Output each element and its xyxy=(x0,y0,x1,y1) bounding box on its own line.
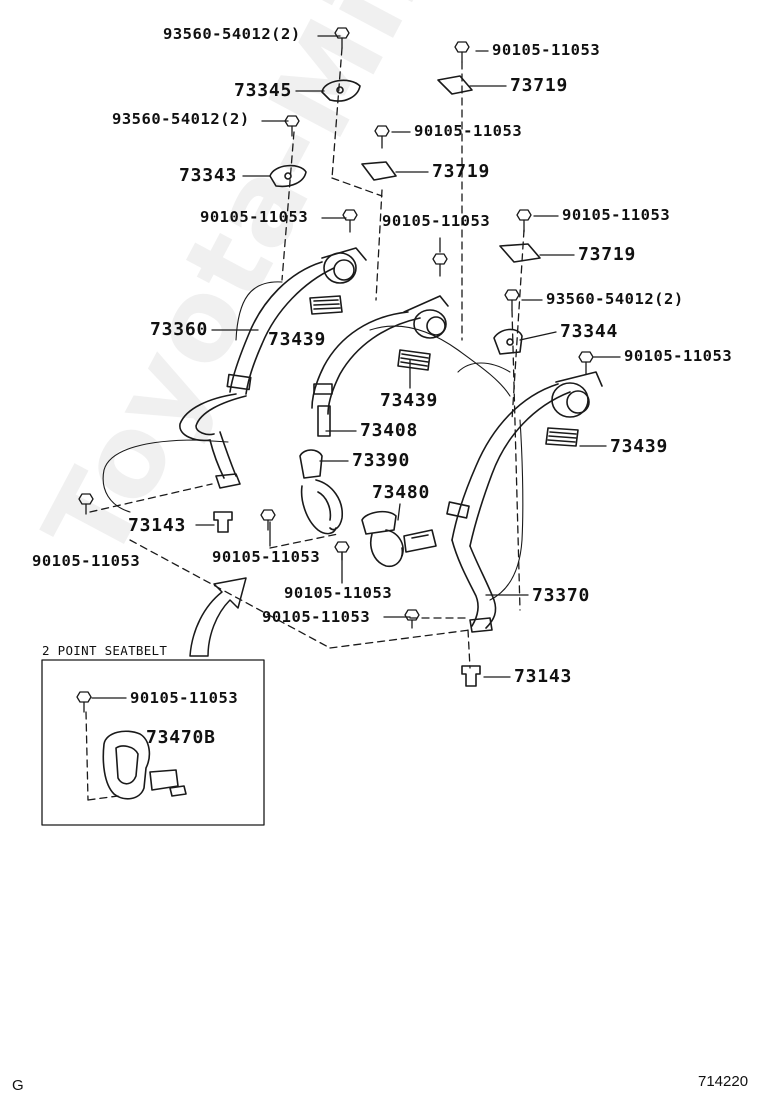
buckle-73480 xyxy=(361,510,437,568)
inset-title: 2 POINT SEATBELT xyxy=(42,643,168,658)
part-label-90105-11053-k: 90105-11053 xyxy=(130,689,239,707)
belt-center xyxy=(311,295,449,437)
part-label-90105-11053-a: 90105-11053 xyxy=(492,41,601,59)
footer-left-code: G xyxy=(12,1077,24,1094)
part-label-73345: 73345 xyxy=(234,80,293,101)
belt-73360 xyxy=(179,247,367,489)
part-label-90105-11053-g: 90105-11053 xyxy=(32,552,141,570)
part-label-73719-b: 73719 xyxy=(432,161,491,182)
part-label-93560-54012-top: 93560-54012(2) xyxy=(163,25,301,43)
anchor-studs xyxy=(213,511,481,687)
part-label-90105-11053-j: 90105-11053 xyxy=(262,608,371,626)
part-label-90105-11053-c: 90105-11053 xyxy=(200,208,309,226)
dashed-lines xyxy=(85,47,525,801)
part-label-73143-b: 73143 xyxy=(514,666,573,687)
part-label-90105-11053-i: 90105-11053 xyxy=(284,584,393,602)
anchor-plates xyxy=(269,75,541,355)
part-label-90105-11053-h: 90105-11053 xyxy=(212,548,321,566)
belt-73370 xyxy=(446,371,603,633)
part-label-73344: 73344 xyxy=(560,321,619,342)
buckle-73390 xyxy=(299,449,343,535)
part-label-93560-54012-right: 93560-54012(2) xyxy=(546,290,684,308)
part-label-73408: 73408 xyxy=(360,420,419,441)
bolts xyxy=(76,27,594,713)
inset-box xyxy=(41,659,265,826)
part-label-73719-c: 73719 xyxy=(578,244,637,265)
part-label-93560-54012-mid: 93560-54012(2) xyxy=(112,110,250,128)
part-label-90105-11053-d: 90105-11053 xyxy=(382,212,491,230)
part-label-73470b: 73470B xyxy=(146,727,216,748)
arrow xyxy=(189,577,247,657)
part-label-73439-a: 73439 xyxy=(268,329,327,350)
part-label-73370: 73370 xyxy=(532,585,591,606)
part-label-90105-11053-f: 90105-11053 xyxy=(624,347,733,365)
diagram-number: 714220 xyxy=(698,1073,749,1090)
part-label-73390: 73390 xyxy=(352,450,411,471)
part-label-73439-c: 73439 xyxy=(610,436,669,457)
part-label-73143-a: 73143 xyxy=(128,515,187,536)
part-label-73439-b: 73439 xyxy=(380,390,439,411)
part-label-73719-a: 73719 xyxy=(510,75,569,96)
part-label-73360: 73360 xyxy=(150,319,209,340)
part-label-73480: 73480 xyxy=(372,482,431,503)
part-label-90105-11053-b: 90105-11053 xyxy=(414,122,523,140)
part-label-90105-11053-e: 90105-11053 xyxy=(562,206,671,224)
part-label-73343: 73343 xyxy=(179,165,238,186)
